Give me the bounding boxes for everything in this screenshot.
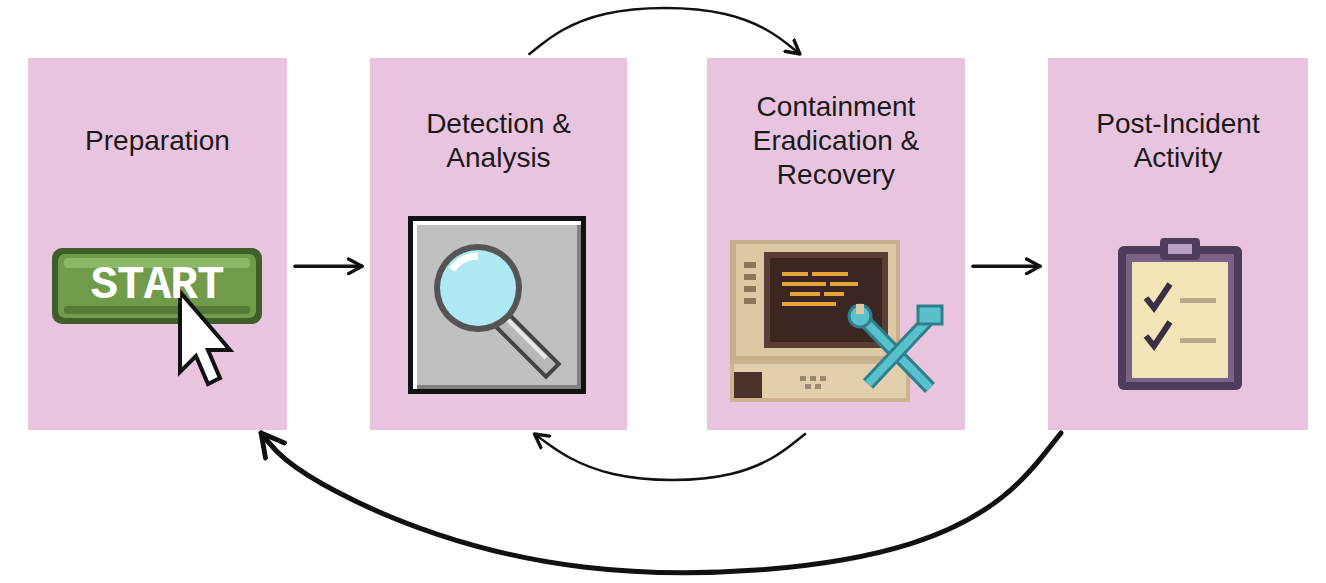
flow-arrow xyxy=(534,434,805,480)
phase-title: Containment Eradication & Recovery xyxy=(721,90,951,192)
start-button-icon xyxy=(52,248,262,324)
phase-box: Containment Eradication & Recovery xyxy=(707,58,965,430)
tools-icon xyxy=(849,304,942,388)
phase-heading-area: Post-Incident Activity xyxy=(1048,76,1308,206)
flow-arrow xyxy=(529,8,800,54)
cursor-icon xyxy=(180,292,230,384)
phase-heading-area: Containment Eradication & Recovery xyxy=(707,76,965,206)
cycle-arrow xyxy=(261,433,1061,573)
phase-heading-area: Preparation xyxy=(28,76,287,206)
flow-arrow xyxy=(973,265,1040,269)
phase-box: Preparation xyxy=(28,58,287,430)
computer-icon xyxy=(730,240,942,402)
flow-arrow xyxy=(295,265,362,269)
magnifier-icon xyxy=(408,216,586,394)
clipboard-icon xyxy=(1118,238,1242,390)
phase-title: Detection & Analysis xyxy=(384,107,613,175)
phase-title: Post-Incident Activity xyxy=(1062,107,1294,175)
phase-box: Post-Incident Activity xyxy=(1048,58,1308,430)
phase-heading-area: Detection & Analysis xyxy=(370,76,627,206)
phase-title: Preparation xyxy=(85,124,230,158)
phase-box: Detection & Analysis xyxy=(370,58,627,430)
